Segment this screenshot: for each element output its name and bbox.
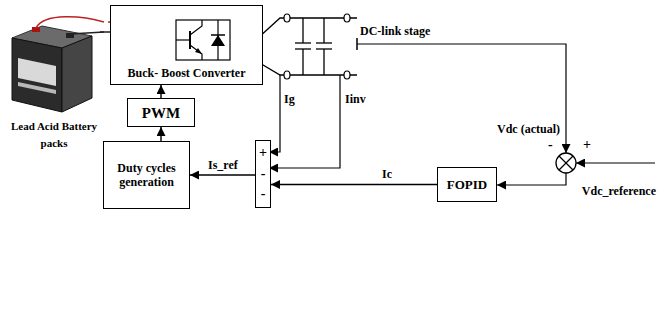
dc-link-capacitor — [295, 18, 311, 75]
controller-box: FOPID — [437, 167, 497, 202]
node-label: Buck- Boost Converter — [128, 66, 246, 80]
signal-connector — [190, 174, 255, 175]
sign-label: + — [259, 145, 267, 162]
node-label: Lead Acid Battery packs — [0, 118, 108, 151]
battery-picture — [4, 6, 104, 118]
dc-link-capacitor — [316, 18, 332, 75]
node-label: PWM — [142, 104, 180, 122]
error-wire — [497, 173, 566, 185]
dc-bus-positive — [258, 18, 357, 38]
dc-bus-negative — [258, 62, 357, 75]
signal-name: Vdc (actual) — [497, 122, 560, 136]
process-box: PWM — [127, 98, 195, 127]
converter-box: Buck- Boost Converter — [110, 5, 263, 85]
signal-name: Iinv — [345, 92, 366, 106]
current-sensor — [284, 14, 350, 79]
sign-label: - — [261, 186, 266, 203]
switch-symbol — [114, 14, 259, 66]
summing-block: + - - — [255, 140, 271, 208]
iinv-signal-wire — [269, 75, 340, 168]
signal-connector — [160, 85, 161, 98]
node-label: Duty cycles generation — [108, 161, 185, 190]
process-box: Duty cycles generation — [103, 141, 190, 209]
signal-connector — [160, 127, 161, 141]
node-label: FOPID — [447, 177, 487, 193]
stage-label: DC-link stage — [360, 24, 430, 38]
signal-name: Ig — [284, 92, 295, 106]
signal-connector — [271, 184, 437, 185]
sign-label: - — [548, 137, 553, 154]
sign-label: - — [261, 166, 266, 183]
signal-name: Ic — [380, 167, 394, 181]
battery-pack: Lead Acid Battery packs — [0, 6, 108, 159]
signal-name: Is_ref — [206, 158, 240, 172]
signal-name: Vdc_reference — [582, 184, 656, 198]
sign-label: + — [583, 137, 591, 154]
vdc-feedback-wire — [357, 44, 566, 153]
reference-wire — [576, 162, 655, 163]
summing-junction — [556, 153, 576, 173]
